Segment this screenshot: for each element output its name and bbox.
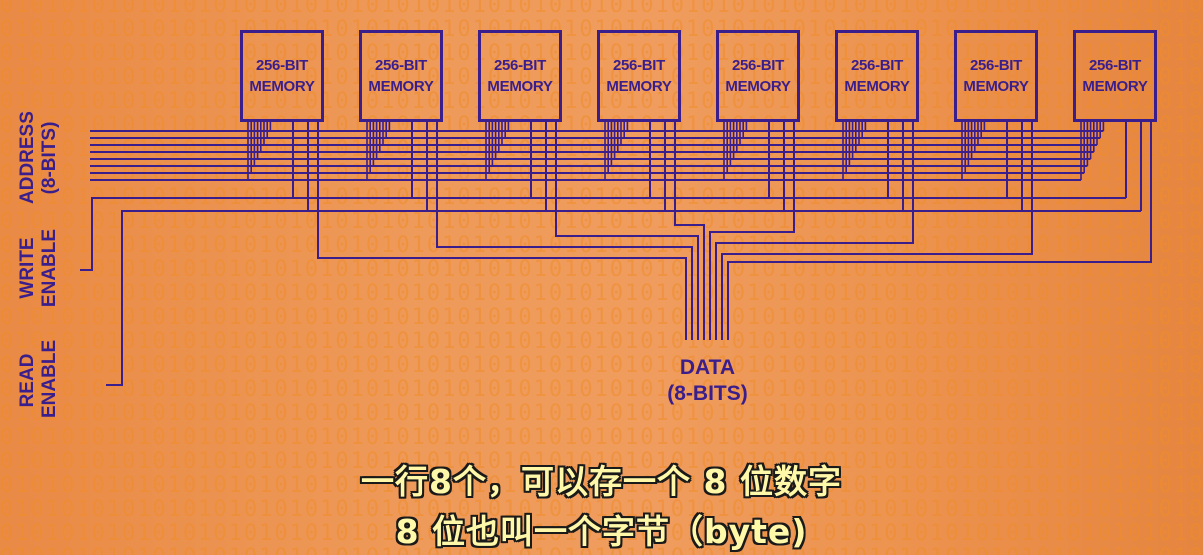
wire (727, 122, 1152, 340)
read-enable-label-line1: READ (17, 353, 38, 408)
wire (436, 122, 693, 340)
read-enable-label-line2: ENABLE (39, 339, 60, 418)
address-label-line1: ADDRESS (17, 111, 38, 204)
wire (715, 122, 914, 340)
wire (555, 122, 699, 340)
address-label-line2: (8-BITS) (39, 121, 60, 195)
memory-module-label: 256-BIT (612, 57, 666, 74)
memory-module-label: MEMORY (844, 78, 910, 95)
memory-module-label: MEMORY (1082, 78, 1148, 95)
wire (709, 122, 795, 340)
memory-module-label: 256-BIT (850, 57, 904, 74)
wire (317, 122, 687, 340)
memory-module-5: 256-BIT MEMORY (716, 30, 800, 122)
memory-module-label: MEMORY (725, 78, 791, 95)
memory-module-label: 256-BIT (731, 57, 785, 74)
memory-module-7: 256-BIT MEMORY (954, 30, 1038, 122)
memory-module-label: 256-BIT (493, 57, 547, 74)
read-enable-label: READ ENABLE (17, 339, 61, 418)
memory-module-6: 256-BIT MEMORY (835, 30, 919, 122)
memory-module-label: MEMORY (963, 78, 1029, 95)
memory-module-8: 256-BIT MEMORY (1073, 30, 1157, 122)
data-bus-label-line1: DATA (679, 356, 736, 379)
memory-module-label: MEMORY (249, 78, 315, 95)
write-enable-label-line1: WRITE (17, 237, 38, 299)
memory-module-2: 256-BIT MEMORY (359, 30, 443, 122)
data-bus-label-line2: (8-BITS) (667, 382, 748, 405)
memory-module-label: 256-BIT (374, 57, 428, 74)
subtitle-line-1: 一行8个，可以存一个 8 位数字 (361, 462, 842, 501)
memory-module-3: 256-BIT MEMORY (478, 30, 562, 122)
wire (721, 122, 1033, 340)
memory-module-1: 256-BIT MEMORY (240, 30, 324, 122)
memory-module-label: 256-BIT (255, 57, 309, 74)
wire (674, 122, 705, 340)
data-bus-label: DATA (8-BITS) (650, 355, 765, 407)
memory-module-label: 256-BIT (969, 57, 1023, 74)
memory-module-label: 256-BIT (1088, 57, 1142, 74)
memory-module-label: MEMORY (606, 78, 672, 95)
wire (106, 210, 1141, 386)
memory-module-label: MEMORY (368, 78, 434, 95)
memory-module-4: 256-BIT MEMORY (597, 30, 681, 122)
subtitle-line-2: 8 位也叫一个字节（byte) (395, 512, 808, 551)
address-label: ADDRESS (8-BITS) (17, 111, 61, 204)
memory-module-label: MEMORY (487, 78, 553, 95)
write-enable-label: WRITE ENABLE (17, 228, 61, 308)
wire (80, 197, 1126, 271)
write-enable-label-line2: ENABLE (39, 228, 60, 308)
